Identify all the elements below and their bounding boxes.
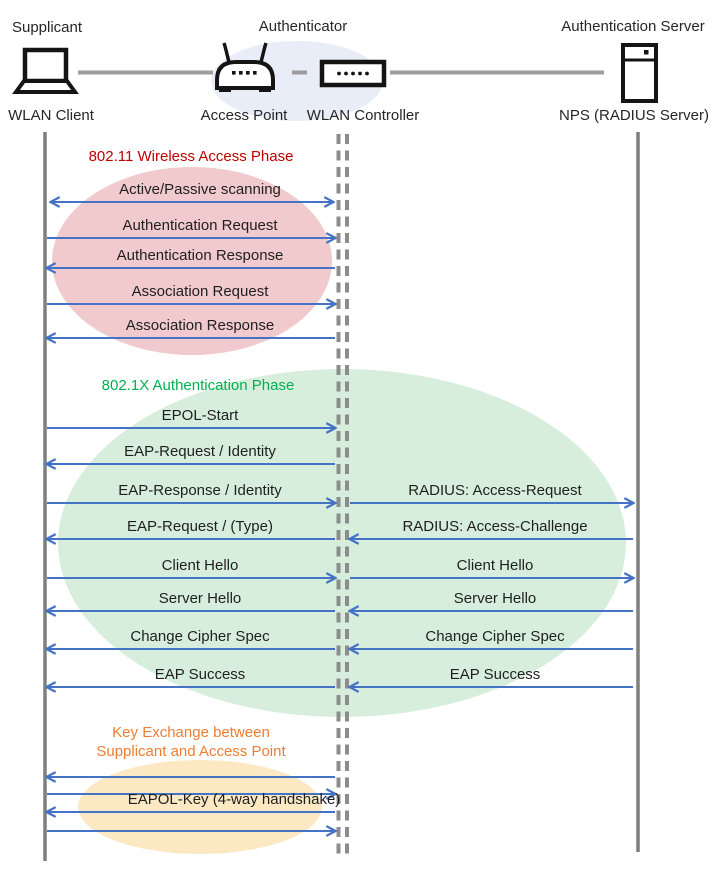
device-label-wlan-controller: WLAN Controller <box>306 107 420 124</box>
phase-ellipse-authentication <box>58 369 626 717</box>
message-label: Active/Passive scanning <box>119 181 281 198</box>
phase-title-line: Supplicant and Access Point <box>96 743 286 760</box>
message-label: EAP-Request / Identity <box>124 443 276 460</box>
phase-ellipse-wireless-access <box>52 167 332 355</box>
message-arrows <box>47 202 633 831</box>
message-label: Authentication Request <box>122 217 278 234</box>
controller-dashed-lifeline <box>336 134 349 858</box>
device-label-wlan-client: WLAN Client <box>8 107 94 124</box>
message-label: Change Cipher Spec <box>130 628 270 645</box>
message-label: Client Hello <box>456 557 534 574</box>
access-point-icon <box>215 42 275 92</box>
phase-title-line: 802.1X Authentication Phase <box>101 377 295 394</box>
message-label: Change Cipher Spec <box>425 628 565 645</box>
message-label: Authentication Response <box>116 247 284 264</box>
phase-title-line: 802.11 Wireless Access Phase <box>88 148 294 165</box>
phase-title-authentication: 802.1X Authentication Phase <box>102 376 295 395</box>
server-icon <box>621 43 658 103</box>
message-label: EAP Success <box>449 666 541 683</box>
message-label: Server Hello <box>158 590 242 607</box>
message-label: Server Hello <box>453 590 537 607</box>
role-label-authenticator: Authenticator <box>258 18 348 35</box>
role-label-authentication-server: Authentication Server <box>561 18 705 35</box>
message-label: RADIUS: Access-Request <box>408 482 582 499</box>
laptop-icon <box>12 47 79 94</box>
message-label: EAP-Request / (Type) <box>127 518 273 535</box>
role-label-supplicant: Supplicant <box>11 19 83 36</box>
network-switch-icon <box>319 59 387 88</box>
phase-title-line: Key Exchange between <box>112 724 270 741</box>
message-label: RADIUS: Access-Challenge <box>402 518 588 535</box>
message-label: EAP Success <box>154 666 246 683</box>
phase-title-wireless-access: 802.11 Wireless Access Phase <box>89 147 294 166</box>
message-label: EAPOL-Key (4-way handshake) <box>127 791 341 808</box>
device-label-access-point: Access Point <box>200 107 288 124</box>
message-label: EPOL-Start <box>161 407 239 424</box>
message-label: EAP-Response / Identity <box>118 482 282 499</box>
message-label: Association Response <box>125 317 275 334</box>
message-label: Client Hello <box>161 557 239 574</box>
device-label-nps: NPS (RADIUS Server) <box>558 107 710 124</box>
message-label: Association Request <box>131 283 269 300</box>
